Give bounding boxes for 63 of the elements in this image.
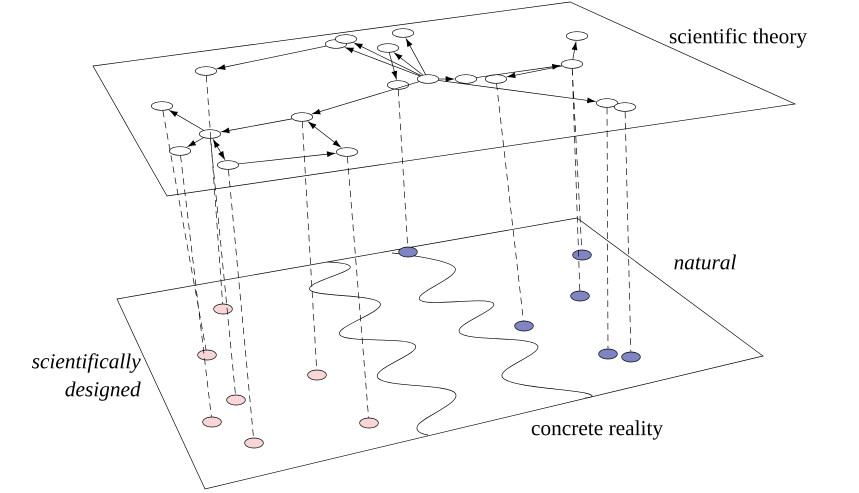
ellipse-node xyxy=(392,28,414,38)
arrow xyxy=(438,76,454,82)
ellipse-node xyxy=(417,74,439,84)
dashed-line xyxy=(228,169,254,438)
arrow xyxy=(308,122,341,148)
arrow xyxy=(213,140,225,160)
dashed-line xyxy=(206,75,223,304)
arrow xyxy=(438,80,596,104)
ellipse-node xyxy=(213,304,233,314)
ellipse-node xyxy=(455,74,477,84)
ellipse-node xyxy=(398,246,418,258)
ellipse-node xyxy=(387,80,409,90)
dashed-line xyxy=(606,107,608,349)
ellipse-node xyxy=(614,102,636,112)
ellipse-node xyxy=(307,370,327,380)
arrow xyxy=(188,137,204,147)
arrow xyxy=(345,47,420,76)
arrow xyxy=(572,42,578,60)
arrow xyxy=(217,46,326,70)
ellipse-node xyxy=(335,34,357,44)
ellipse-node xyxy=(359,418,379,428)
arrow xyxy=(221,118,292,134)
ellipse-node xyxy=(169,146,191,156)
arrow xyxy=(394,52,424,76)
ellipse-node xyxy=(226,394,246,406)
arrow xyxy=(354,42,422,76)
ellipse-node xyxy=(566,31,588,41)
ellipse-node xyxy=(202,416,222,428)
arrow xyxy=(238,151,336,164)
dashed-line xyxy=(624,111,632,352)
ellipse-node xyxy=(244,438,264,448)
arrow xyxy=(388,52,398,80)
dashed-line xyxy=(347,156,369,418)
arrow xyxy=(170,110,204,131)
arrow xyxy=(507,66,562,78)
ellipse-node xyxy=(195,66,217,76)
ellipse-node xyxy=(598,348,618,360)
plane-label: concrete reality xyxy=(532,420,663,440)
plane-label: scientific theory xyxy=(670,28,807,48)
dashed-line xyxy=(180,155,212,418)
ellipse-node xyxy=(217,160,239,170)
arrow xyxy=(406,38,426,75)
ellipse-node xyxy=(621,352,641,362)
region-label: natural xyxy=(674,254,736,270)
ellipse-node xyxy=(570,290,590,302)
arrow xyxy=(312,81,420,114)
ellipse-node xyxy=(596,98,618,108)
dashed-line xyxy=(162,110,206,350)
dashed-line xyxy=(210,138,236,396)
ellipse-node xyxy=(561,59,583,69)
region-label: scientifically designed xyxy=(32,353,141,401)
ellipse-node xyxy=(199,129,221,139)
ellipse-node xyxy=(485,74,507,84)
arrow xyxy=(476,64,560,78)
ellipse-node xyxy=(336,147,358,157)
dashed-line xyxy=(572,68,580,291)
ellipse-node xyxy=(291,112,313,122)
ellipse-node xyxy=(197,350,217,360)
ellipse-node xyxy=(514,320,534,332)
ellipse-node xyxy=(377,43,399,53)
ellipse-node xyxy=(151,101,173,111)
ellipse-node xyxy=(572,250,592,260)
dashed-line xyxy=(496,83,524,322)
